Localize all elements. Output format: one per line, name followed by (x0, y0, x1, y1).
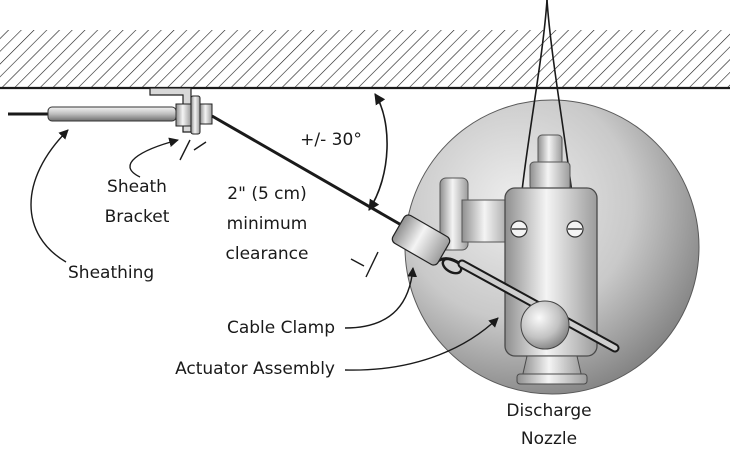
sheath-bracket-label-line1: Sheath (107, 177, 167, 197)
clearance-label-line1: 2" (5 cm) (227, 184, 306, 204)
cable-clamp (391, 214, 463, 275)
actuator-assembly-label: Actuator Assembly (175, 359, 335, 379)
labels: +/- 30° Sheath Bracket 2" (5 cm) minimum… (68, 130, 592, 449)
angle-label: +/- 30° (300, 130, 362, 150)
clearance-label-line2: minimum (227, 214, 308, 234)
sheathing-label: Sheathing (68, 263, 154, 283)
leader-lines (30, 129, 499, 371)
sheathing-tube (8, 106, 177, 122)
ceiling (0, 30, 730, 90)
sheath-bracket-label-line2: Bracket (105, 207, 170, 227)
angle-dimension (368, 93, 388, 211)
sheath-bracket (149, 87, 213, 135)
actuator-assembly (457, 259, 620, 353)
clearance-label-line3: clearance (226, 244, 309, 264)
clearance-ticks (179, 139, 379, 278)
cable-clamp-label: Cable Clamp (227, 318, 335, 338)
top-fitting (529, 134, 571, 191)
discharge-nozzle-label-line1: Discharge (506, 401, 591, 421)
discharge-nozzle-base (516, 355, 588, 385)
discharge-nozzle-label-line2: Nozzle (521, 429, 577, 449)
